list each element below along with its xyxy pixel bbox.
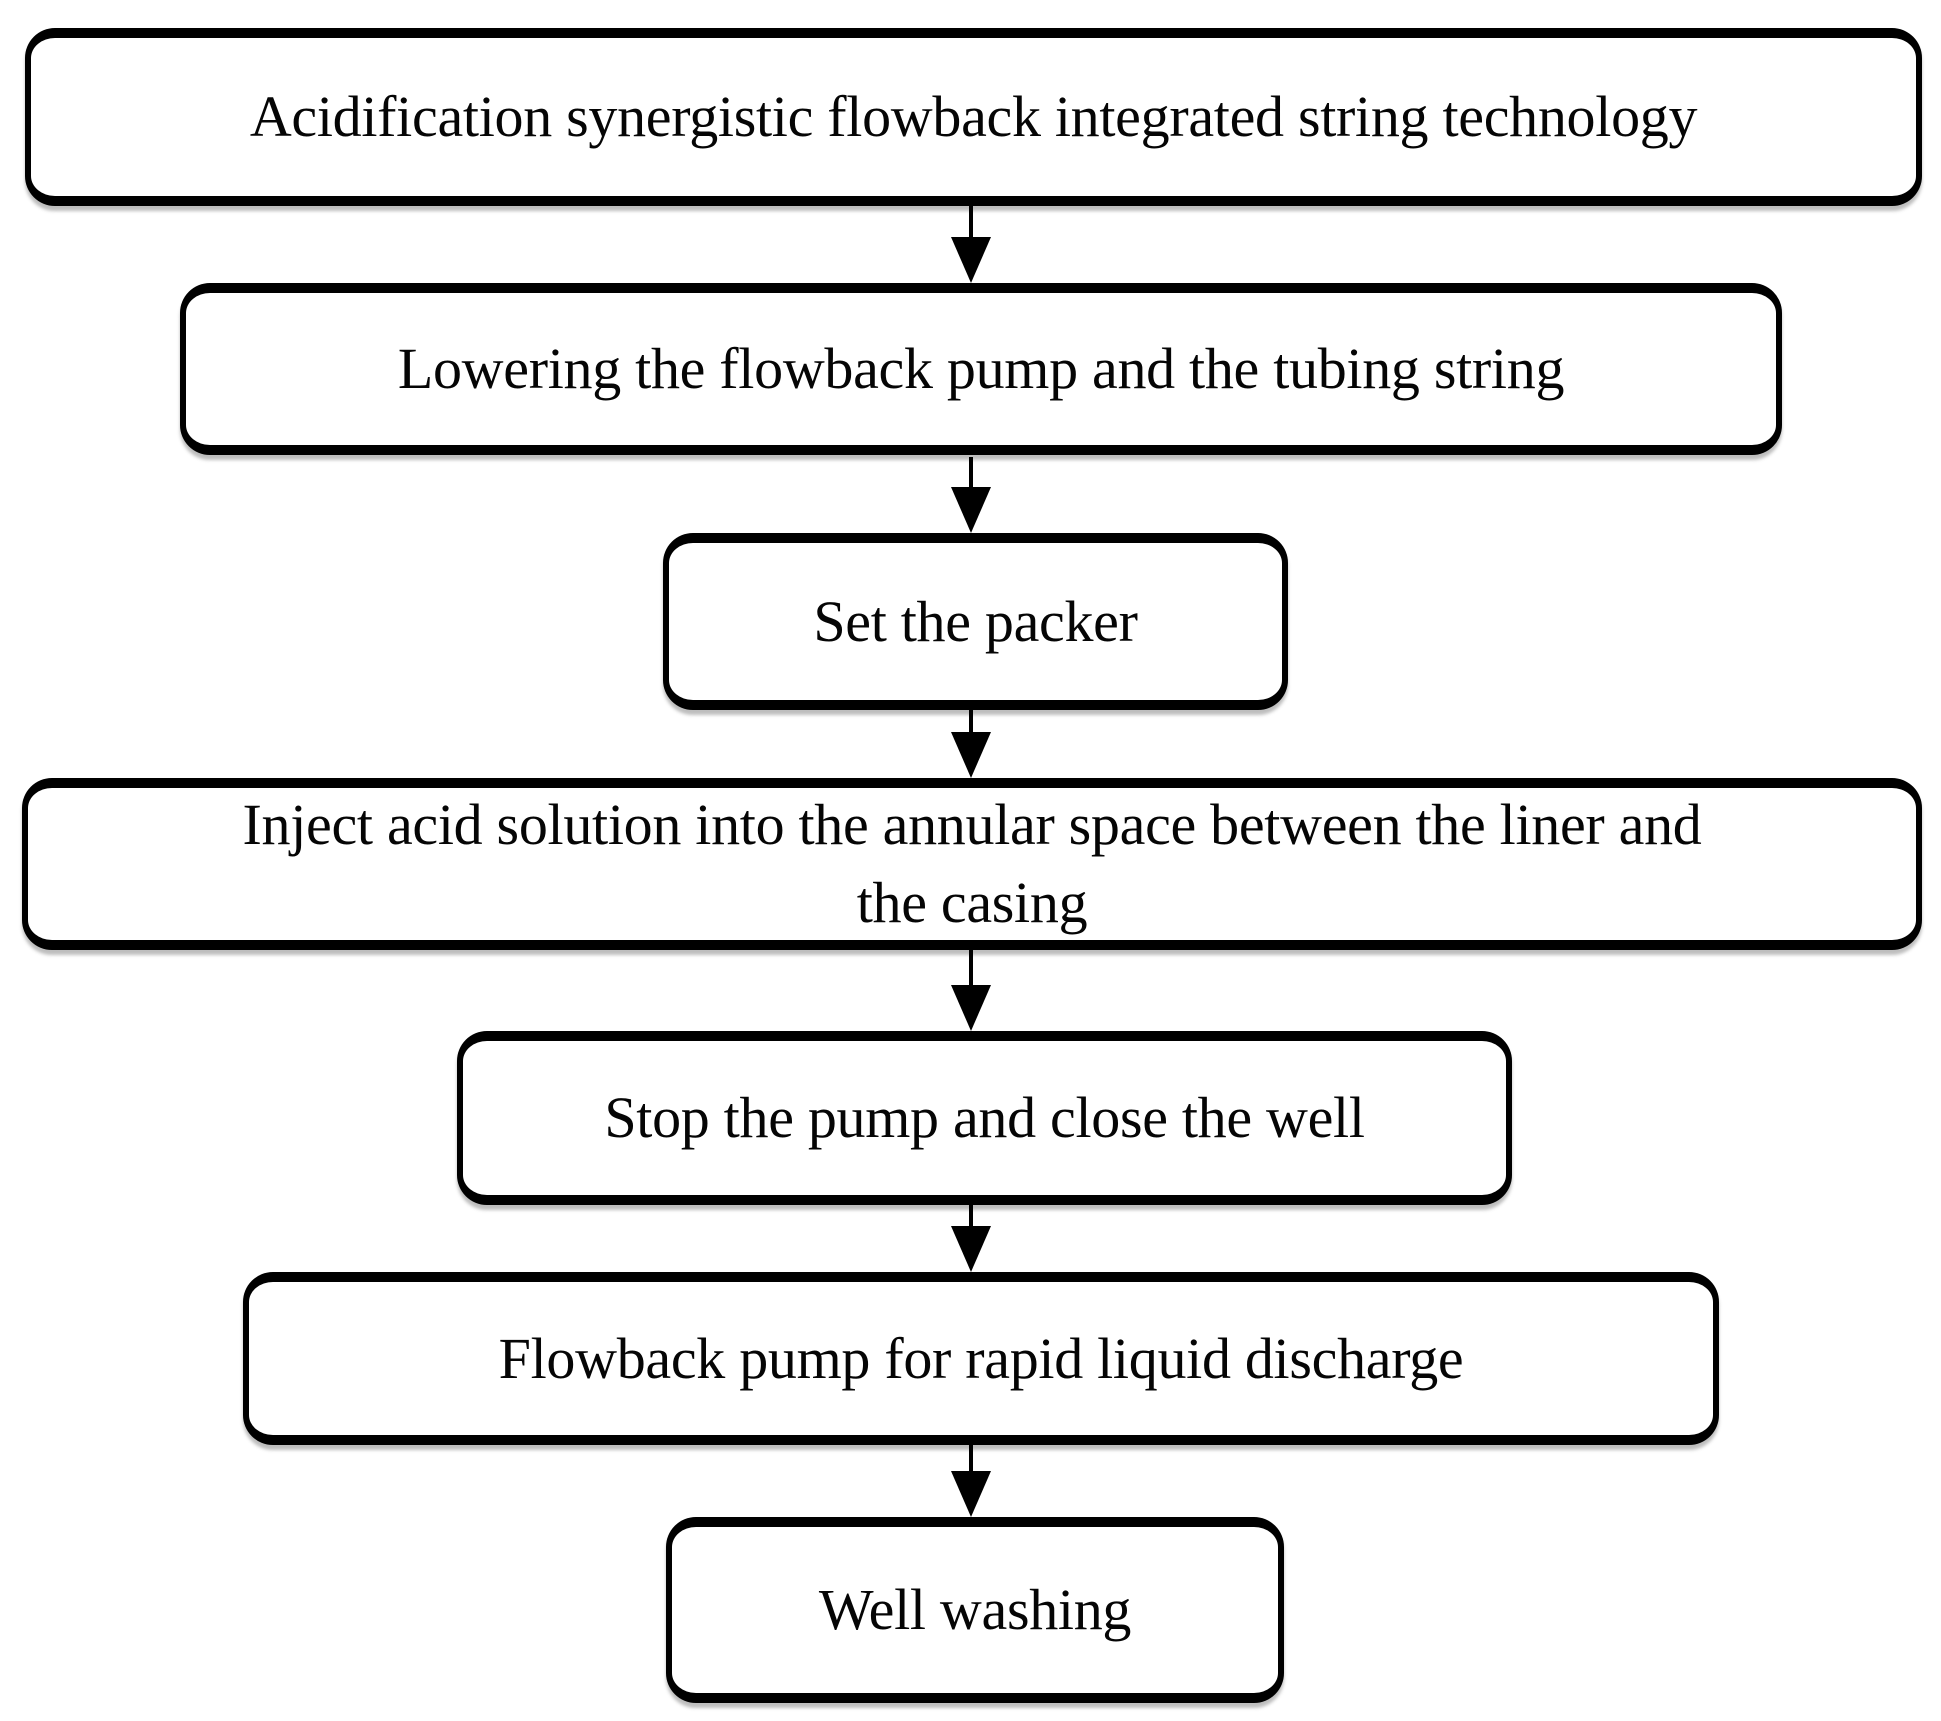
arrow-down-icon xyxy=(949,1205,993,1272)
flow-node-stop-label: Stop the pump and close the well xyxy=(604,1085,1365,1151)
arrowhead-icon xyxy=(951,237,991,283)
arrowhead-icon xyxy=(951,985,991,1031)
arrow-stem xyxy=(969,457,973,487)
flow-node-inject: Inject acid solution into the annular sp… xyxy=(22,778,1922,950)
flow-node-lowering: Lowering the flowback pump and the tubin… xyxy=(180,283,1782,455)
arrow-stem xyxy=(969,1445,973,1471)
arrowhead-icon xyxy=(951,487,991,533)
arrow-down-icon xyxy=(949,710,993,778)
flow-node-washing-label: Well washing xyxy=(818,1577,1132,1643)
arrow-stem xyxy=(969,206,973,237)
flow-node-washing: Well washing xyxy=(666,1517,1284,1703)
arrowhead-icon xyxy=(951,1471,991,1517)
flow-node-stop: Stop the pump and close the well xyxy=(457,1031,1512,1205)
arrow-down-icon xyxy=(949,950,993,1031)
arrow-stem xyxy=(969,710,973,732)
flow-node-title: Acidification synergistic flowback integ… xyxy=(25,28,1922,206)
flow-node-title-label: Acidification synergistic flowback integ… xyxy=(249,84,1698,150)
arrow-down-icon xyxy=(949,1445,993,1517)
flow-node-packer: Set the packer xyxy=(663,533,1288,710)
flow-node-flowback: Flowback pump for rapid liquid discharge xyxy=(243,1272,1719,1445)
arrowhead-icon xyxy=(951,1226,991,1272)
flow-node-packer-label: Set the packer xyxy=(813,588,1138,654)
flow-node-inject-label: Inject acid solution into the annular sp… xyxy=(242,792,1702,935)
flow-node-lowering-label: Lowering the flowback pump and the tubin… xyxy=(397,336,1565,402)
arrowhead-icon xyxy=(951,732,991,778)
arrow-down-icon xyxy=(949,457,993,533)
arrow-stem xyxy=(969,950,973,985)
arrow-stem xyxy=(969,1205,973,1226)
flow-node-flowback-label: Flowback pump for rapid liquid discharge xyxy=(498,1325,1464,1391)
arrow-down-icon xyxy=(949,206,993,283)
